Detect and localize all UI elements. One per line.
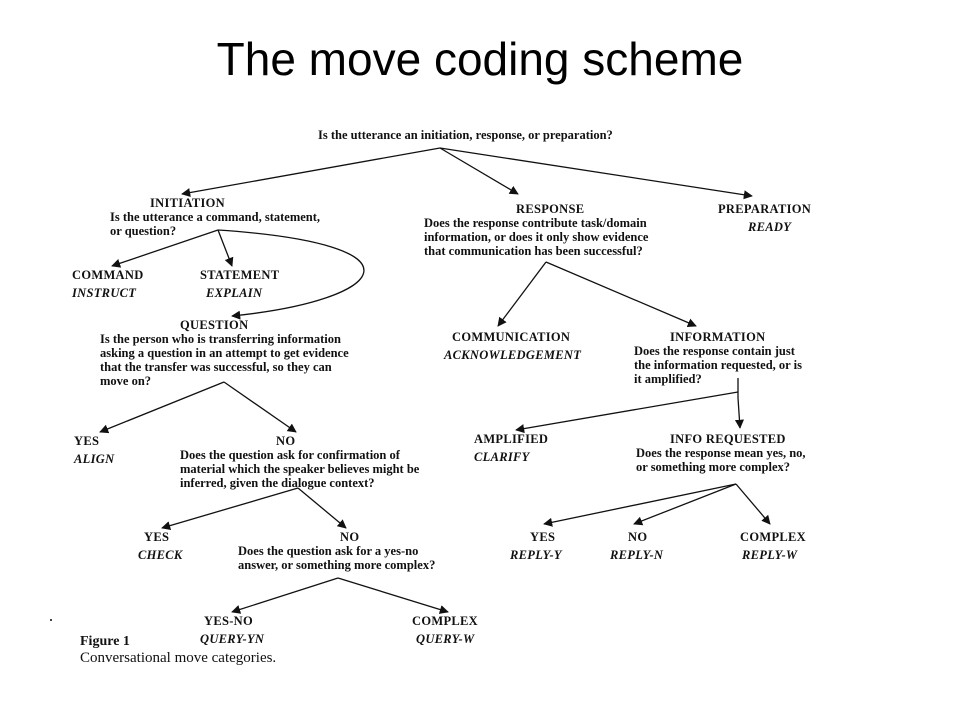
node-command-label: COMMAND xyxy=(72,268,144,282)
node-command-code: INSTRUCT xyxy=(72,286,137,300)
node-reply-y-code: REPLY-Y xyxy=(510,548,562,562)
node-check: YES CHECK xyxy=(138,530,183,562)
edge-inforeq-complex xyxy=(735,483,771,525)
node-initiation: INITIATION Is the utterance a command, s… xyxy=(110,196,320,238)
node-initiation-q2: or question? xyxy=(110,224,177,238)
node-check-label: YES xyxy=(144,530,170,544)
node-preparation-label: PREPARATION xyxy=(718,202,812,216)
node-initiation-label: INITIATION xyxy=(150,196,226,210)
edge-information-amplified xyxy=(515,391,739,434)
node-preparation-code: READY xyxy=(748,220,792,234)
node-reply-n-code: REPLY-N xyxy=(610,548,664,562)
edge-root-preparation xyxy=(439,147,753,200)
edge-information-inforequested xyxy=(734,378,744,429)
node-amplified-label: AMPLIFIED xyxy=(474,432,549,446)
node-information-q2: the information requested, or is xyxy=(634,358,802,372)
node-info-requested: INFO REQUESTED Does the response mean ye… xyxy=(636,432,806,474)
node-response-label: RESPONSE xyxy=(516,202,585,216)
node-preparation: PREPARATION READY xyxy=(718,202,811,234)
node-statement: STATEMENT EXPLAIN xyxy=(200,268,279,300)
node-query-yn-label: YES-NO xyxy=(204,614,254,628)
node-q-no2-q1: Does the question ask for a yes-no xyxy=(238,544,419,558)
node-question: QUESTION Is the person who is transferri… xyxy=(100,318,349,388)
node-align: YES ALIGN xyxy=(74,434,114,466)
node-q-no-label: NO xyxy=(276,434,296,448)
node-response-q1: Does the response contribute task/domain xyxy=(424,216,647,230)
node-question-label: QUESTION xyxy=(180,318,249,332)
node-info-requested-label: INFO REQUESTED xyxy=(670,432,786,446)
node-reply-y: YES REPLY-Y xyxy=(510,530,562,562)
edge-question-yes xyxy=(99,381,225,434)
node-command: COMMAND INSTRUCT xyxy=(72,268,144,300)
node-q-no: NO Does the question ask for confirmatio… xyxy=(180,434,419,490)
node-align-code: ALIGN xyxy=(74,452,115,466)
node-information-q1: Does the response contain just xyxy=(634,344,795,358)
node-question-q3: that the transfer was successful, so the… xyxy=(100,360,332,374)
node-response: RESPONSE Does the response contribute ta… xyxy=(424,202,648,258)
node-amplified: AMPLIFIED CLARIFY xyxy=(474,432,548,464)
node-reply-y-label: YES xyxy=(530,530,556,544)
node-align-label: YES xyxy=(74,434,100,448)
edge-response-communication xyxy=(497,261,547,327)
node-check-code: CHECK xyxy=(138,548,183,562)
node-reply-w: COMPLEX REPLY-W xyxy=(740,530,806,562)
node-question-q1: Is the person who is transferring inform… xyxy=(100,332,341,346)
node-information: INFORMATION Does the response contain ju… xyxy=(634,330,802,386)
node-statement-code: EXPLAIN xyxy=(206,286,263,300)
root-question: Is the utterance an initiation, response… xyxy=(318,128,613,142)
edge-inforeq-no xyxy=(633,483,737,526)
figure-caption: Conversational move categories. xyxy=(80,650,277,666)
node-query-w: COMPLEX QUERY-W xyxy=(412,614,478,646)
edge-initiation-command xyxy=(111,229,219,268)
node-response-q3: that communication has been successful? xyxy=(424,244,643,258)
node-info-requested-q1: Does the response mean yes, no, xyxy=(636,446,806,460)
node-information-label: INFORMATION xyxy=(670,330,766,344)
edge-inforeq-yes xyxy=(543,483,737,527)
edge-no2-yesno xyxy=(231,577,339,614)
edge-root-response xyxy=(439,147,519,195)
edge-response-information xyxy=(545,261,697,327)
node-query-w-code: QUERY-W xyxy=(416,632,475,646)
node-query-w-label: COMPLEX xyxy=(412,614,478,628)
node-q-no-q3: inferred, given the dialogue context? xyxy=(180,476,375,490)
node-q-no-q1: Does the question ask for confirmation o… xyxy=(180,448,400,462)
node-initiation-q1: Is the utterance a command, statement, xyxy=(110,210,321,224)
node-query-yn-code: QUERY-YN xyxy=(200,632,265,646)
edge-question-no xyxy=(223,381,297,433)
node-communication: COMMUNICATION ACKNOWLEDGEMENT xyxy=(444,330,581,362)
node-q-no2-label: NO xyxy=(340,530,360,544)
edge-root-initiation xyxy=(181,147,441,198)
node-communication-code: ACKNOWLEDGEMENT xyxy=(444,348,582,362)
node-response-q2: information, or does it only show eviden… xyxy=(424,230,649,244)
figure-title: Figure 1 xyxy=(80,634,130,649)
node-info-requested-q2: or something more complex? xyxy=(636,460,791,474)
node-reply-w-label: COMPLEX xyxy=(740,530,806,544)
node-q-no-q2: material which the speaker believes migh… xyxy=(180,462,420,476)
node-question-q2: asking a question in an attempt to get e… xyxy=(100,346,349,360)
edge-no-no xyxy=(297,487,347,529)
edge-initiation-statement xyxy=(217,229,234,267)
node-question-q4: move on? xyxy=(100,374,152,388)
node-statement-label: STATEMENT xyxy=(200,268,280,282)
slide-title: The move coding scheme xyxy=(216,33,744,85)
node-reply-n-label: NO xyxy=(628,530,648,544)
edge-initiation-question xyxy=(217,229,365,320)
stray-dot xyxy=(50,619,52,621)
node-communication-label: COMMUNICATION xyxy=(452,330,571,344)
node-query-yn: YES-NO QUERY-YN xyxy=(200,614,264,646)
node-q-no2-q2: answer, or something more complex? xyxy=(238,558,436,572)
node-amplified-code: CLARIFY xyxy=(474,450,530,464)
edge-no-yes xyxy=(161,487,299,531)
node-reply-w-code: REPLY-W xyxy=(742,548,798,562)
edge-no2-complex xyxy=(337,577,449,614)
node-information-q3: it amplified? xyxy=(634,372,702,386)
node-q-no2: NO Does the question ask for a yes-no an… xyxy=(238,530,435,572)
node-reply-n: NO REPLY-N xyxy=(610,530,663,562)
